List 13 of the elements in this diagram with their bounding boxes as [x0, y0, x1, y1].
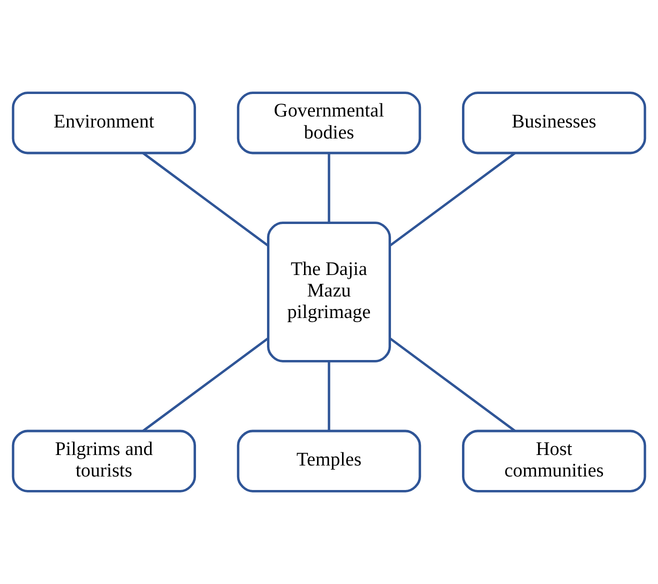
connector — [142, 337, 269, 432]
connector — [328, 153, 330, 223]
node-box: Environment — [12, 92, 196, 154]
node-box: Pilgrims and tourists — [12, 430, 196, 492]
connector — [389, 337, 516, 432]
node-box: Temples — [236, 430, 422, 492]
node-box: Businesses — [462, 92, 646, 154]
connector — [390, 152, 516, 246]
node-box: Governmental bodies — [236, 92, 422, 154]
connector — [142, 152, 268, 246]
connector — [328, 361, 330, 431]
node-box: The Dajia Mazu pilgrimage — [267, 222, 391, 362]
node-box: Host communities — [462, 430, 646, 492]
